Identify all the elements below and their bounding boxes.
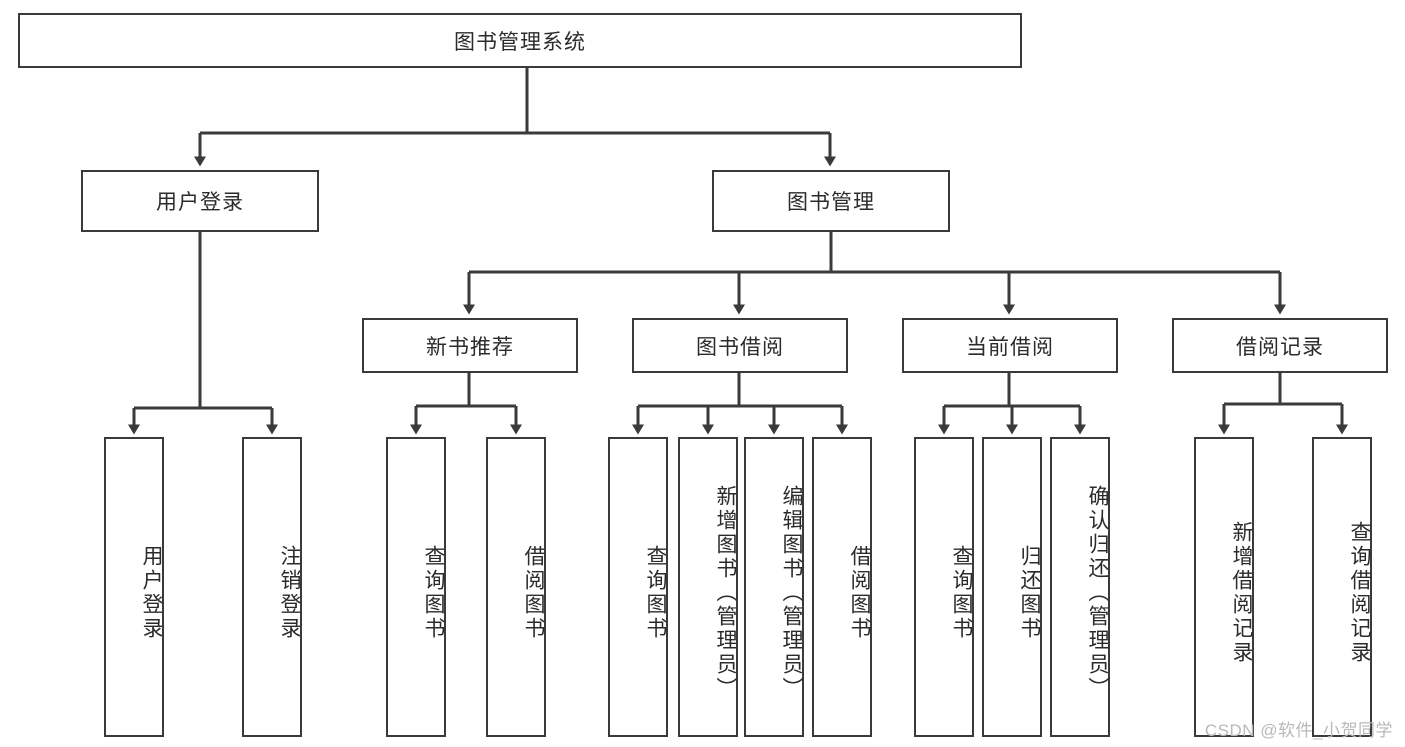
leaf-edit-book-label: 编辑图书（管理员）	[780, 485, 803, 701]
node-user-login[interactable]: 用户登录	[81, 170, 319, 232]
leaf-query-book-new[interactable]: 查询图书	[386, 437, 446, 737]
node-new-book-recommend-label: 新书推荐	[426, 335, 514, 359]
node-book-borrow[interactable]: 图书借阅	[632, 318, 848, 373]
node-book-manage[interactable]: 图书管理	[712, 170, 950, 232]
leaf-user-login[interactable]: 用户登录	[104, 437, 164, 737]
leaf-logout-label: 注销登录	[278, 545, 301, 641]
leaf-logout[interactable]: 注销登录	[242, 437, 302, 737]
leaf-add-record[interactable]: 新增借阅记录	[1194, 437, 1254, 737]
leaf-query-record[interactable]: 查询借阅记录	[1312, 437, 1372, 737]
leaf-query-book-new-label: 查询图书	[422, 545, 445, 641]
leaf-query-book-borrow[interactable]: 查询图书	[608, 437, 668, 737]
node-current-borrow-label: 当前借阅	[966, 335, 1054, 359]
node-borrow-record[interactable]: 借阅记录	[1172, 318, 1388, 373]
watermark: CSDN @软件_小贺同学	[1204, 721, 1393, 740]
node-borrow-record-label: 借阅记录	[1236, 335, 1324, 359]
node-root[interactable]: 图书管理系统	[18, 13, 1022, 68]
leaf-query-record-label: 查询借阅记录	[1348, 521, 1371, 665]
node-new-book-recommend[interactable]: 新书推荐	[362, 318, 578, 373]
node-book-manage-label: 图书管理	[787, 191, 875, 214]
leaf-borrow-book-label: 借阅图书	[848, 545, 871, 641]
leaf-return-book[interactable]: 归还图书	[982, 437, 1042, 737]
leaf-edit-book[interactable]: 编辑图书（管理员）	[744, 437, 804, 737]
node-book-borrow-label: 图书借阅	[696, 335, 784, 359]
leaf-borrow-book-new[interactable]: 借阅图书	[486, 437, 546, 737]
node-root-label: 图书管理系统	[454, 30, 586, 54]
leaf-user-login-label: 用户登录	[140, 545, 163, 641]
leaf-query-book-current-label: 查询图书	[950, 545, 973, 641]
leaf-add-book-label: 新增图书（管理员）	[714, 485, 737, 701]
leaf-query-book-current[interactable]: 查询图书	[914, 437, 974, 737]
leaf-query-book-borrow-label: 查询图书	[644, 545, 667, 641]
leaf-add-book[interactable]: 新增图书（管理员）	[678, 437, 738, 737]
leaf-borrow-book[interactable]: 借阅图书	[812, 437, 872, 737]
leaf-confirm-return-label: 确认归还（管理员）	[1086, 485, 1109, 701]
leaf-borrow-book-new-label: 借阅图书	[522, 545, 545, 641]
node-current-borrow[interactable]: 当前借阅	[902, 318, 1118, 373]
node-user-login-label: 用户登录	[156, 191, 244, 214]
leaf-add-record-label: 新增借阅记录	[1230, 521, 1253, 665]
leaf-confirm-return[interactable]: 确认归还（管理员）	[1050, 437, 1110, 737]
leaf-return-book-label: 归还图书	[1018, 545, 1041, 641]
